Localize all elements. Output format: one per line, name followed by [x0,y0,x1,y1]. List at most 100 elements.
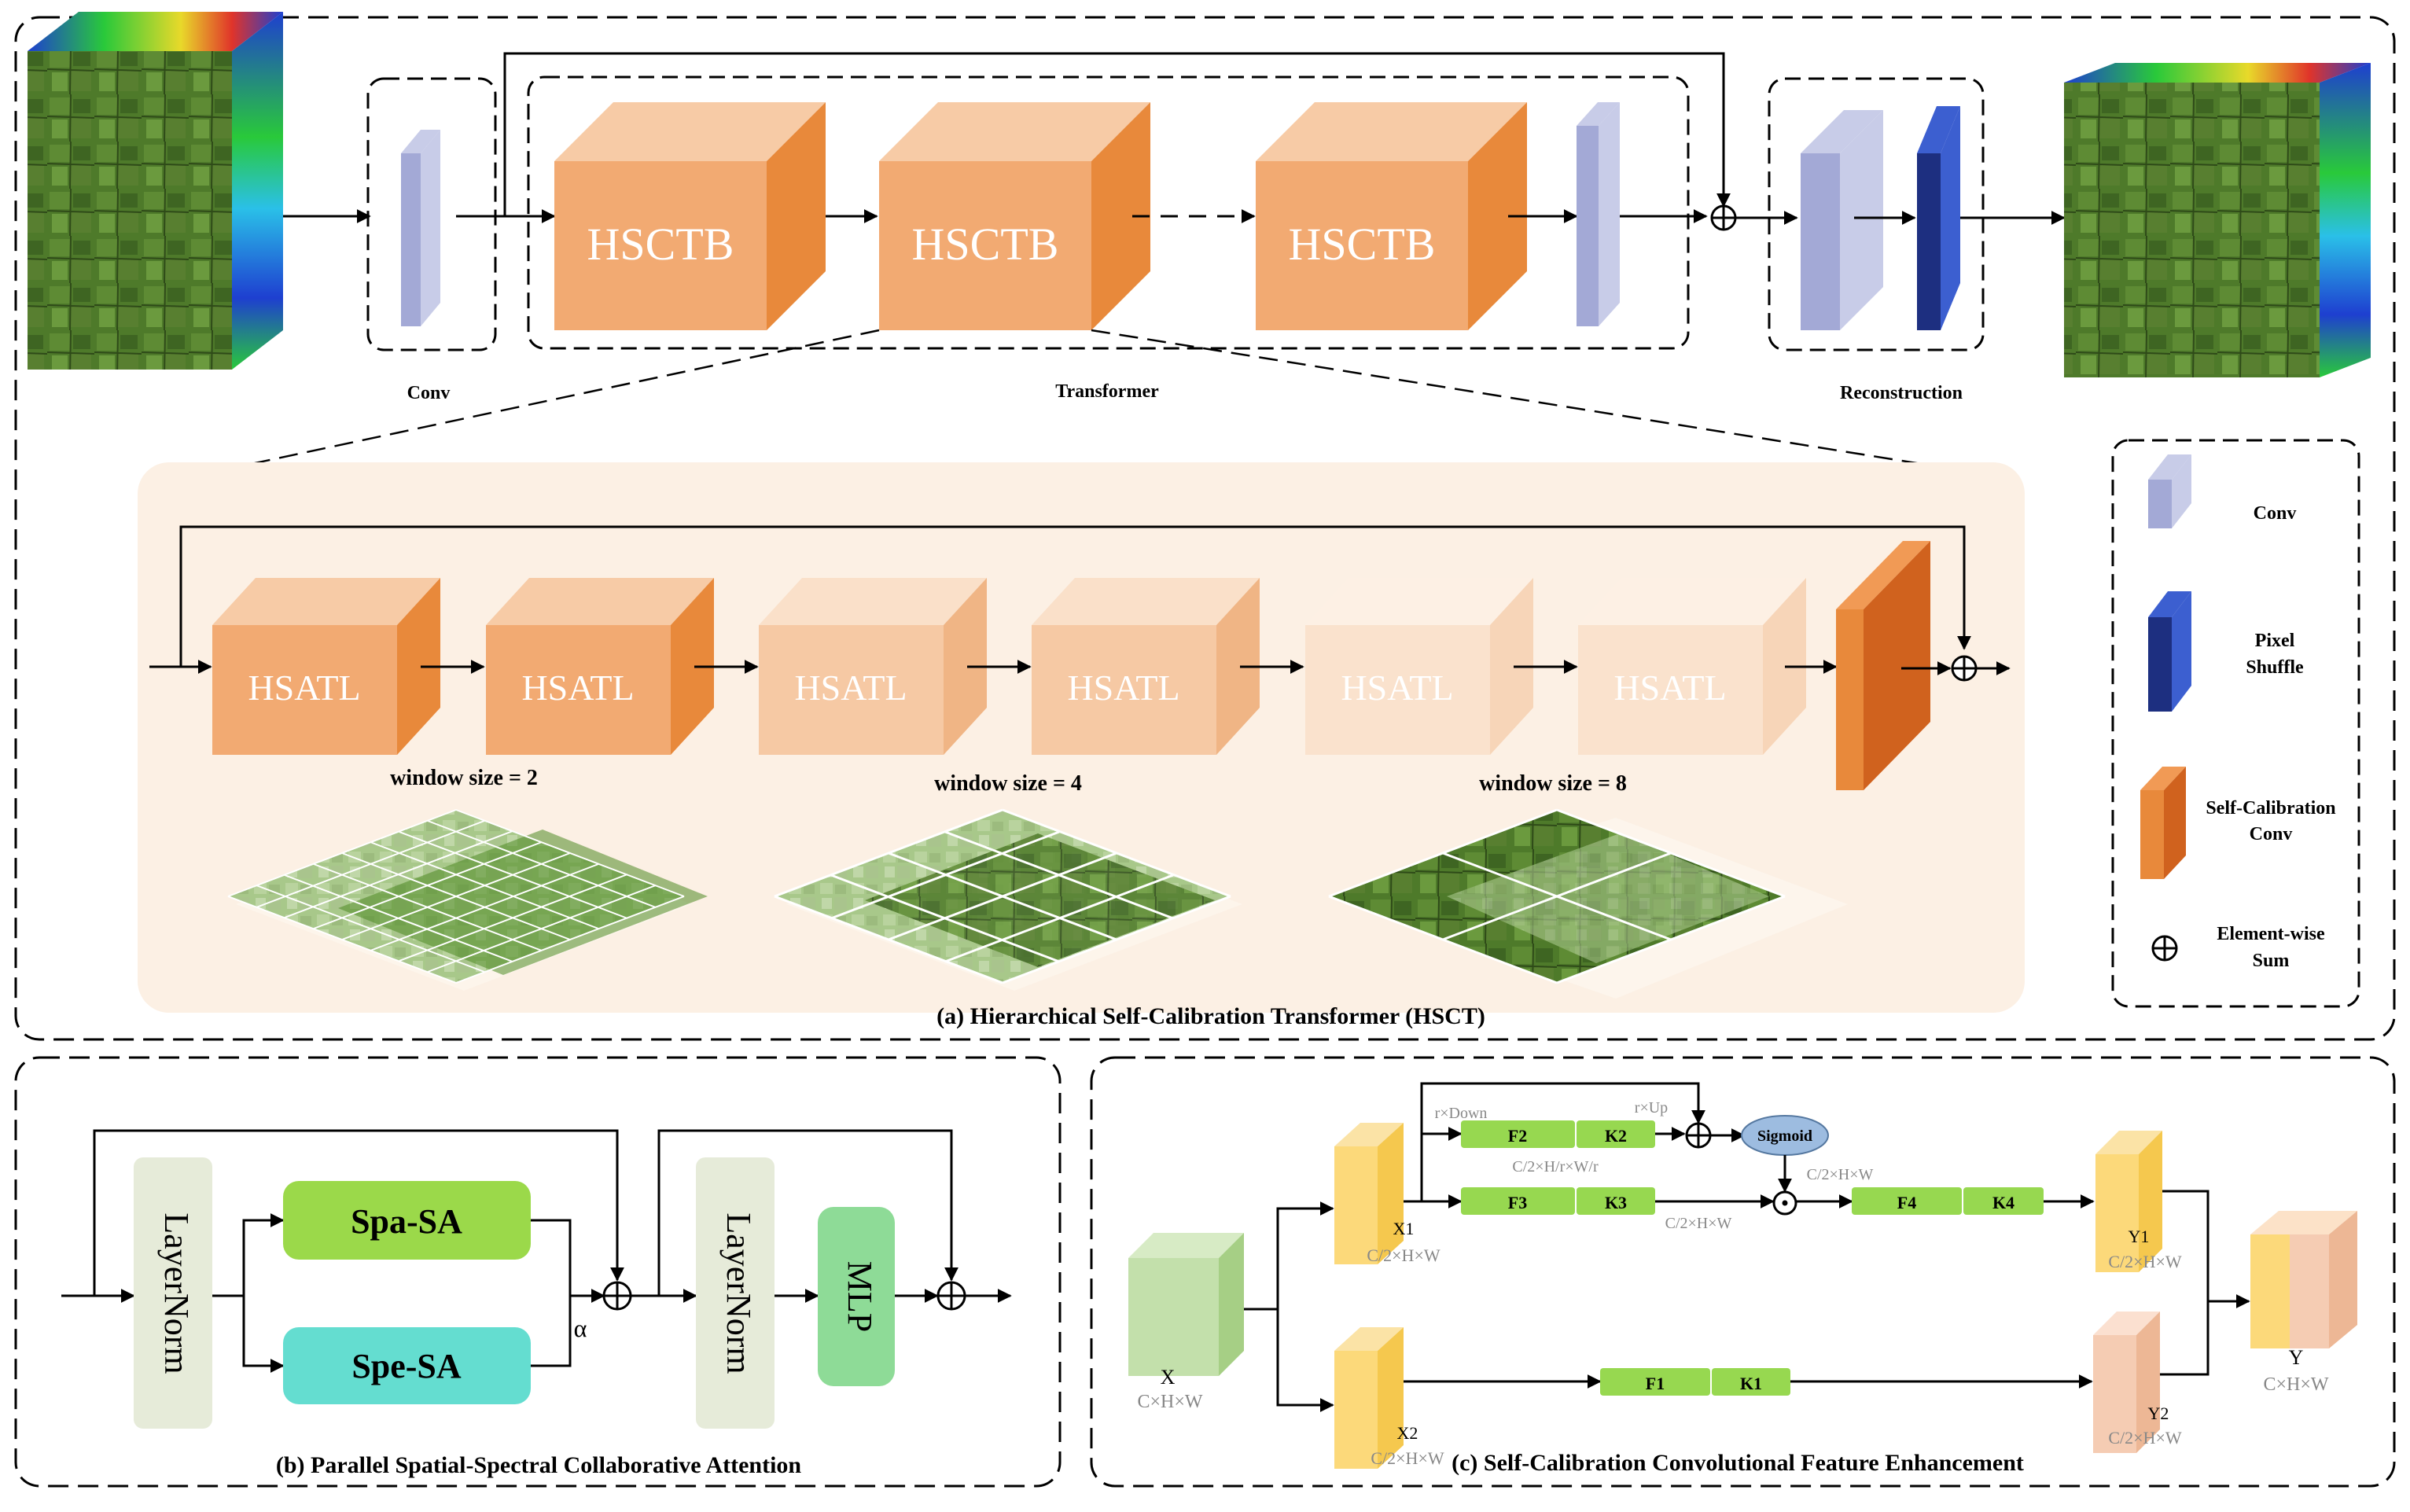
y1-dim-label: C/2×H×W [2108,1252,2181,1271]
hsctb-block-2: HSCTB [879,102,1150,330]
layernorm-label-2: LayerNorm [719,1212,758,1374]
f2-dim-label: C/2×H/r×W/r [1512,1158,1599,1175]
sigmoid-label: Sigmoid [1757,1128,1812,1145]
hsatl-label-5: HSATL [1341,668,1453,708]
y-cube [2250,1211,2357,1348]
f4-label: F4 [1897,1193,1916,1212]
hsct-caption: (a) Hierarchical Self-Calibration Transf… [936,1003,1485,1029]
split-to-x2 [1276,1309,1334,1412]
hsct-skip-connection [179,525,1971,667]
reconstruction-label: Reconstruction [1840,383,1963,403]
y-dim-label: C×H×W [2263,1374,2328,1395]
hsatl-block-2: HSATL [486,578,714,755]
y-label: Y [2289,1346,2304,1369]
transformer-conv-layer [1577,102,1620,326]
window-grid-size-2 [227,809,708,991]
sum-operator-b1 [602,1281,632,1311]
f3-box [1461,1187,1575,1215]
mlp-label: MLP [841,1261,879,1332]
legend-conv-label: Conv [2254,503,2297,524]
x2-block [1334,1327,1404,1469]
panel-b-skip-1 [93,1129,624,1296]
panel-b-border [14,1056,1062,1488]
conv-group-border [366,77,497,351]
down-label: r×Down [1435,1105,1488,1122]
x2-label: X2 [1397,1423,1418,1443]
hsatl-block-5: HSATL [1305,578,1533,755]
y2-label: Y2 [2148,1403,2169,1423]
x-cube [1128,1233,1244,1376]
legend-pixel-shuffle-icon [2148,591,2191,712]
layernorm-box-2 [696,1157,775,1429]
legend-self-calibration-icon [2140,767,2186,879]
global-skip-connection [503,52,1731,216]
spa-to-sum [531,1219,605,1303]
split-to-x1 [1244,1201,1334,1311]
legend-sum-line2: Sum [2253,951,2290,971]
branch-to-spa [212,1213,285,1297]
window-grid-size-4 [774,808,1242,991]
panel-c-border [1090,1056,2396,1488]
panel-b-caption: (b) Parallel Spatial-Spectral Collaborat… [276,1452,802,1478]
legend-sum-line1: Element-wise [2217,924,2325,944]
multiply-operator [1772,1190,1797,1216]
f1-label: F1 [1646,1374,1665,1393]
sum-operator-c [1685,1122,1712,1149]
zoom-line-right [1091,329,2010,480]
input-image-cube [28,12,283,370]
legend-self-calibration-line1: Self-Calibration [2206,798,2335,819]
window-size-label-8: window size = 8 [1479,771,1627,796]
y1-label: Y1 [2129,1227,2150,1246]
spe-sa-label: Spe-SA [351,1347,462,1385]
k3-label: K3 [1605,1193,1627,1212]
x1-label: X1 [1393,1219,1415,1238]
hsatl-label-2: HSATL [521,668,634,708]
hsctb-label-3: HSCTB [1289,219,1436,270]
k2-box [1577,1120,1655,1148]
k3-box [1577,1187,1655,1215]
hsctb-block-3: HSCTB [1256,102,1527,330]
legend-sum-icon [2151,935,2178,962]
window-size-label-2: window size = 2 [390,766,538,790]
y1-block [2095,1131,2162,1272]
window-size-label-4: window size = 4 [934,771,1082,796]
x-dim-label: C×H×W [1137,1392,1202,1412]
hsctb-label-2: HSCTB [912,219,1059,270]
legend-pixel-shuffle-line1: Pixel [2255,631,2295,651]
hsatl-label-3: HSATL [794,668,907,708]
reconstruction-conv-layer [1801,110,1883,330]
hsctb-label-1: HSCTB [587,219,734,270]
legend-conv-icon [2148,454,2191,528]
layernorm-box-1 [134,1157,212,1429]
transformer-label: Transformer [1055,381,1159,402]
alpha-label: α [574,1314,587,1342]
x1-to-f2 [1404,1127,1463,1203]
hsatl-block-1: HSATL [212,578,440,755]
hsatl-label-4: HSATL [1067,668,1179,708]
k4-box [1963,1187,2044,1215]
k1-box [1712,1368,1790,1396]
self-calibration-conv-layer [1836,541,1930,790]
hsatl-block-6: HSATL [1578,578,1806,755]
f4-box [1852,1187,1962,1215]
sum-operator-hsct [1951,655,1978,682]
panel-b-skip-2 [657,1129,958,1296]
x2-dim-label: C/2×H×W [1371,1448,1444,1468]
pixel-shuffle-layer [1917,106,1960,330]
hsatl-label-1: HSATL [248,668,360,708]
hsctb-block-1: HSCTB [554,102,826,330]
x-label: X [1161,1366,1176,1389]
zoom-line-left [184,329,880,480]
hsatl-block-4: HSATL [1032,578,1260,755]
k1-label: K1 [1740,1374,1762,1393]
branch-to-spe [242,1296,285,1373]
k2-label: K2 [1605,1126,1627,1146]
panel-c-caption: (c) Self-Calibration Convolutional Featu… [1452,1450,2024,1476]
legend-pixel-shuffle-line2: Shuffle [2246,657,2304,678]
transformer-group-border [527,75,1690,350]
sum-operator-top [1710,204,1737,231]
layernorm-label-1: LayerNorm [157,1212,196,1374]
sigmoid-dim-label: C/2×H×W [1807,1166,1874,1183]
